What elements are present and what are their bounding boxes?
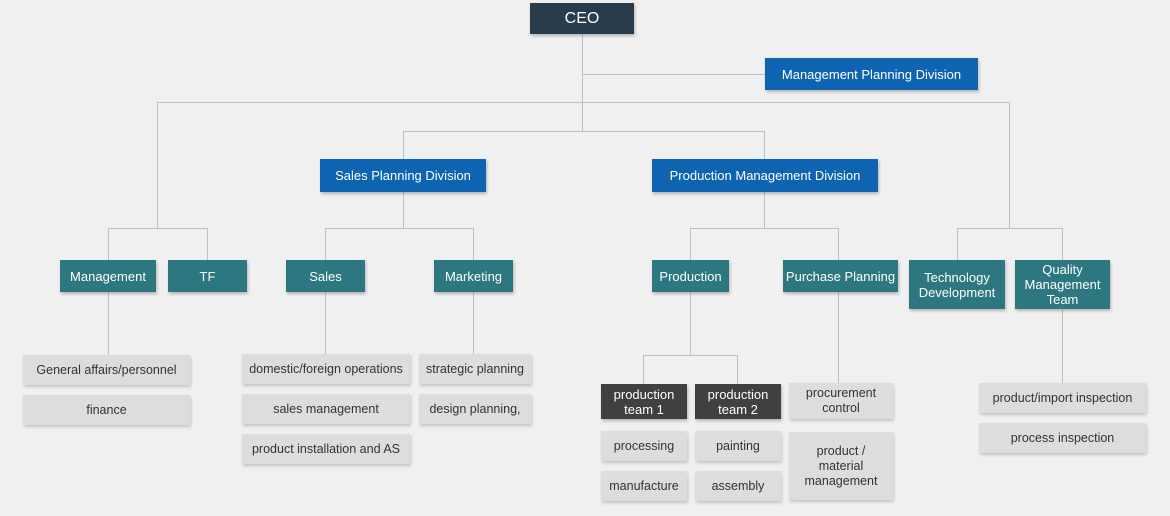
management-team-box: Management <box>60 260 156 292</box>
task-processing: processing <box>601 431 687 461</box>
ceo-box: CEO <box>530 3 634 34</box>
purchase-planning-team-box: Purchase Planning <box>783 260 898 292</box>
production-team-1-box: production team 1 <box>601 384 687 419</box>
connector <box>108 228 208 260</box>
connector <box>690 228 839 260</box>
task-finance: finance <box>23 395 190 425</box>
connector <box>403 131 765 159</box>
task-sales-management: sales management <box>242 394 410 424</box>
production-management-division-box: Production Management Division <box>652 159 878 192</box>
task-procurement-control: procurement control <box>789 383 893 419</box>
task-domestic-foreign-operations: domestic/foreign operations <box>242 354 410 384</box>
task-assembly: assembly <box>695 471 781 501</box>
marketing-team-box: Marketing <box>434 260 513 292</box>
task-design-planning: design planning, <box>419 394 531 424</box>
connector <box>957 228 1063 260</box>
sales-team-box: Sales <box>286 260 365 292</box>
connector <box>325 228 474 260</box>
task-product-import-inspection: product/import inspection <box>979 383 1146 413</box>
production-team-2-box: production team 2 <box>695 384 781 419</box>
task-strategic-planning: strategic planning <box>419 354 531 384</box>
task-painting: painting <box>695 431 781 461</box>
connector <box>643 355 738 384</box>
management-planning-division-box: Management Planning Division <box>765 58 978 90</box>
task-general-affairs-personnel: General affairs/personnel <box>23 355 190 385</box>
technology-development-team-box: Technology Development <box>909 260 1005 309</box>
production-team-box: Production <box>652 260 729 292</box>
task-manufacture: manufacture <box>601 471 687 501</box>
connector <box>157 102 1010 228</box>
tf-team-box: TF <box>168 260 247 292</box>
task-product-material-management: product / material management <box>789 432 893 500</box>
sales-planning-division-box: Sales Planning Division <box>320 159 486 192</box>
task-product-installation-and-as: product installation and AS <box>242 434 410 464</box>
quality-management-team-box: Quality Management Team <box>1015 260 1110 309</box>
task-process-inspection: process inspection <box>979 423 1146 453</box>
